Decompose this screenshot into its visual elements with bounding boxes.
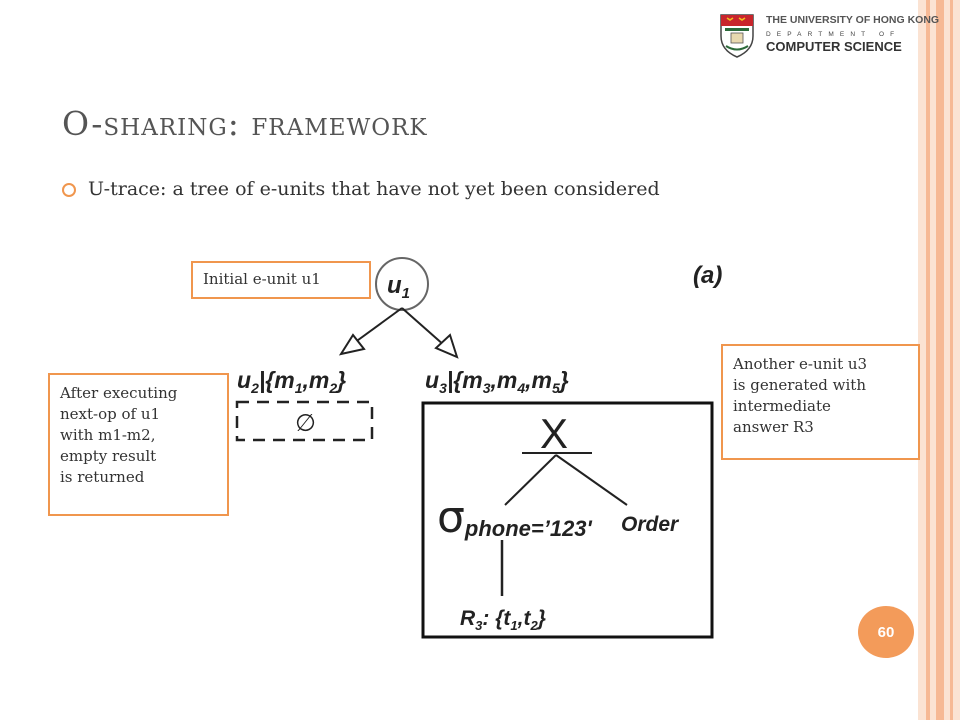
callout-after-executing: After executing next-op of u1 with m1-m2… [48,373,229,516]
department-name: COMPUTER SCIENCE [766,39,902,54]
right-child-label: u3|{m3,m4,m5} [425,367,569,396]
slide-title: O-sharing: framework [62,104,428,143]
bullet-text: U-trace: a tree of e-units that have not… [88,178,660,200]
left-child-label: u2|{m1,m2} [237,367,346,396]
right-stripe-3 [950,0,953,720]
edge-join-order [555,454,628,506]
edge-root-right [401,307,446,347]
callout-initial-text: Initial e-unit u1 [203,270,321,288]
selection-node: σphone=’123' [437,492,593,543]
arrow-left-icon [338,333,366,356]
right-stripe-2 [936,0,944,720]
join-symbol: X [540,410,568,457]
result-label: R3: {t1,t2} [460,607,546,633]
callout-after-line-1: After executing [60,384,178,402]
callout-after-line-3: with m1-m2, [60,426,156,444]
callout-initial-e-unit: Initial e-unit u1 [191,261,371,299]
bullet-ring-icon [62,183,76,197]
callout-another-line-3: intermediate [733,397,831,415]
page-number-badge: 60 [858,606,914,658]
edge-root-left [353,307,403,344]
edge-join-selection [504,454,557,506]
callout-another-e-unit: Another e-unit u3 is generated with inte… [721,344,920,460]
callout-another-line-1: Another e-unit u3 [733,355,868,373]
figure-label: (a) [693,262,722,289]
root-node-circle [375,257,429,311]
right-stripe-1 [926,0,930,720]
order-relation: Order [621,513,680,536]
empty-set-symbol: ∅ [295,409,316,437]
callout-after-line-4: empty result [60,447,157,465]
crest-icon [720,14,754,58]
query-plan-box [421,401,714,639]
callout-another-line-4: answer R3 [733,418,814,436]
university-name: THE UNIVERSITY OF HONG KONG [766,14,940,26]
callout-after-line-2: next-op of u1 [60,405,161,423]
university-logo: THE UNIVERSITY OF HONG KONG DEPARTMENT O… [718,12,939,60]
callout-another-line-2: is generated with [733,376,866,394]
empty-result-box [235,400,374,442]
callout-after-line-5: is returned [60,468,145,486]
department-label: DEPARTMENT OF [766,31,901,38]
arrow-right-icon [434,333,459,359]
root-node-label: u1 [387,272,410,302]
